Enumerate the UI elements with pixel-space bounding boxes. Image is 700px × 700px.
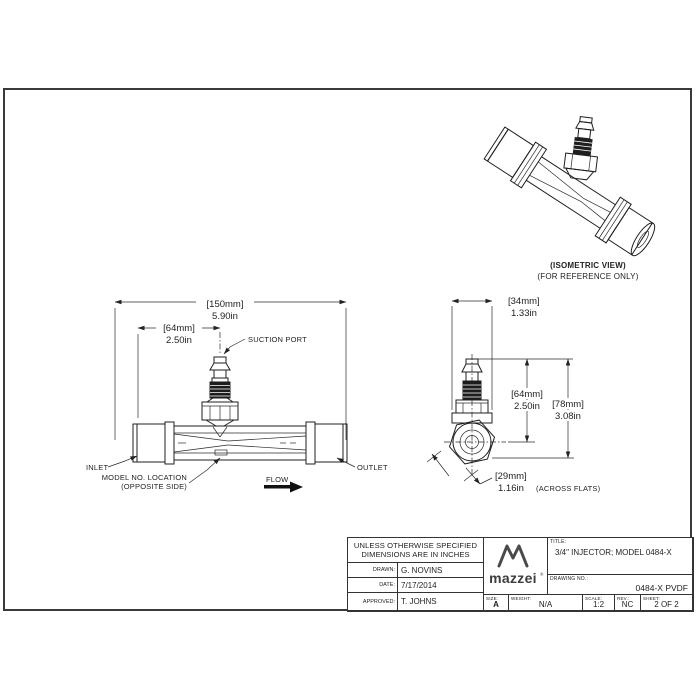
across-flats-note: (ACROSS FLATS) xyxy=(536,484,601,493)
mazzei-m-icon xyxy=(497,544,529,568)
drawing-no-label: DRAWING NO.: xyxy=(550,576,589,582)
rev-cell: REV.: NC xyxy=(615,595,640,610)
approved-value: T. JOHNS xyxy=(398,593,483,610)
date-label: DATE: xyxy=(348,578,397,592)
approved-label: APPROVED: xyxy=(348,593,397,610)
title-value: 3/4" INJECTOR; MODEL 0484-X xyxy=(555,548,672,557)
title-block: UNLESS OTHERWISE SPECIFIED DIMENSIONS AR… xyxy=(347,537,694,612)
flow-label: FLOW xyxy=(266,475,289,484)
dim-29mm-label: [29mm] xyxy=(495,471,527,482)
dim-end-port-height: [64mm] 2.50in xyxy=(505,358,549,443)
model-location-callout: MODEL NO. LOCATION (OPPOSITE SIDE) xyxy=(102,457,221,491)
mazzei-wordmark: mazzei xyxy=(489,570,537,586)
inlet-label: INLET xyxy=(86,463,108,472)
flow-arrow-shaft xyxy=(264,485,290,489)
drawing-no-value: 0484-X PVDF xyxy=(635,583,688,593)
dim-116in-label: 1.16in xyxy=(498,483,524,494)
dim-port-offset: [64mm] 2.50in xyxy=(137,321,221,418)
rev-value: NC xyxy=(621,600,634,609)
dim-34mm-label: [34mm] xyxy=(508,296,540,307)
dim-590in-label: 5.90in xyxy=(212,311,238,322)
dim-across-flats: [29mm] 1.16in (ACROSS FLATS) xyxy=(426,450,601,494)
drawn-value: G. NOVINS xyxy=(398,563,483,577)
iso-suction-stem xyxy=(563,115,599,181)
title-cell: TITLE: 3/4" INJECTOR; MODEL 0484-X xyxy=(548,538,692,574)
dim-overall-length: [150mm] 5.90in xyxy=(114,295,347,440)
size-cell: SIZE: A xyxy=(484,595,508,610)
dim-250in-end-label: 2.50in xyxy=(514,401,540,412)
drawn-label: DRAWN: xyxy=(348,563,397,577)
model-location-label-1: MODEL NO. LOCATION xyxy=(102,473,187,482)
dim-78mm-label: [78mm] xyxy=(552,399,584,410)
iso-injector-geometry xyxy=(483,115,656,257)
sheet-cell: SHEET: 2 OF 2 xyxy=(641,595,692,610)
drawing-no-cell: DRAWING NO.: 0484-X PVDF xyxy=(548,575,692,594)
mazzei-logo-mark: mazzei ® xyxy=(489,544,544,586)
tolerance-note-line1: UNLESS OTHERWISE SPECIFIED xyxy=(353,541,478,550)
registered-mark-icon: ® xyxy=(540,571,544,577)
dim-250in-label: 2.50in xyxy=(166,335,192,346)
dim-308in-label: 3.08in xyxy=(555,411,581,422)
dim-133in-label: 1.33in xyxy=(511,308,537,319)
flow-indicator: FLOW xyxy=(264,475,303,493)
iso-caption-1: (ISOMETRIC VIEW) xyxy=(550,261,626,270)
size-label: SIZE: xyxy=(486,596,499,601)
sheet-label: SHEET: xyxy=(643,596,660,601)
sheet-value: 2 OF 2 xyxy=(654,600,679,609)
outlet-label: OUTLET xyxy=(357,463,388,472)
rev-label: REV.: xyxy=(617,596,630,601)
suction-port-callout: SUCTION PORT xyxy=(223,335,307,355)
weight-value: N/A xyxy=(538,600,553,609)
scale-cell: SCALE: 1:2 xyxy=(583,595,614,610)
weight-label: WEIGHT: xyxy=(511,596,532,601)
title-label: TITLE: xyxy=(550,539,567,545)
isometric-view-drawing: (ISOMETRIC VIEW) (FOR REFERENCE ONLY) xyxy=(483,115,656,281)
tolerance-note-line2: DIMENSIONS ARE IN INCHES xyxy=(361,550,470,560)
date-value: 7/17/2014 xyxy=(398,578,483,592)
dim-150mm-label: [150mm] xyxy=(207,299,244,310)
model-location-label-2: (OPPOSITE SIDE) xyxy=(121,482,187,491)
dim-64mm-end-label: [64mm] xyxy=(511,389,543,400)
flow-arrow-head xyxy=(290,481,303,493)
side-view-drawing: [150mm] 5.90in [64mm] 2.50in SUCTION POR… xyxy=(86,295,388,493)
scale-value: 1:2 xyxy=(592,600,605,609)
mazzei-logo: mazzei ® xyxy=(484,538,547,594)
dim-64mm-label: [64mm] xyxy=(163,323,195,334)
dim-end-overall-height: [78mm] 3.08in xyxy=(546,358,590,459)
model-number-location-box xyxy=(214,449,228,456)
scale-label: SCALE: xyxy=(585,596,603,601)
injector-side-geometry xyxy=(132,356,348,465)
outlet-callout: OUTLET xyxy=(336,457,388,472)
injector-end-geometry xyxy=(444,354,506,476)
tolerance-note: UNLESS OTHERWISE SPECIFIED DIMENSIONS AR… xyxy=(348,538,483,562)
weight-cell: WEIGHT: N/A xyxy=(509,595,582,610)
suction-port-label: SUCTION PORT xyxy=(248,335,307,344)
end-view-drawing: [34mm] 1.33in [64mm] 2.50in [78mm] 3.08i… xyxy=(426,296,601,494)
inlet-callout: INLET xyxy=(86,455,138,472)
size-value: A xyxy=(493,600,499,609)
dim-end-width: [34mm] 1.33in xyxy=(451,296,540,410)
iso-caption-2: (FOR REFERENCE ONLY) xyxy=(537,272,638,281)
